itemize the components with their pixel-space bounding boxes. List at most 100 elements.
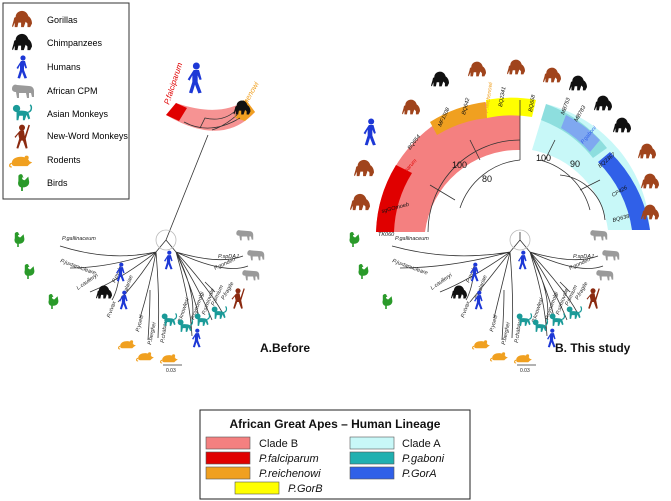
left-leaf-label: P.gallinaceum <box>62 236 96 242</box>
gorilla-icon <box>641 173 659 189</box>
host-legend-row-rodents: Rodents <box>9 155 81 168</box>
left-caption: A.Before <box>260 341 310 355</box>
african-cpm-icon <box>236 230 254 241</box>
clade-b-arc <box>376 99 520 232</box>
legend-row-p-gora: P.GorA <box>349 466 437 480</box>
gorilla-icon <box>638 143 656 159</box>
p-gorb-arc <box>486 97 536 118</box>
host-legend-row-chimpanzees: Chimpanzees <box>12 33 103 51</box>
left-leaf-label: P.chabaudi <box>160 315 170 343</box>
host-legend-label: Asian Monkeys <box>47 109 109 119</box>
bird-icon <box>24 263 35 279</box>
bootstrap-value: 80 <box>482 174 492 184</box>
new-world-monkey-icon <box>231 288 245 309</box>
right-leaf-label: P.yoelii <box>489 314 499 333</box>
human-icon <box>192 328 201 348</box>
rodent-icon <box>136 351 155 362</box>
asian-monkey-icon <box>194 312 211 327</box>
asian-monkey-icon <box>566 305 583 320</box>
left-leaf-label: P.spDAJ <box>218 254 239 260</box>
host-legend-row-humans: Humans <box>16 55 81 79</box>
gorilla-icon <box>507 59 525 75</box>
chimpanzee-icon <box>594 95 612 111</box>
bootstrap-value: 100 <box>536 153 551 163</box>
chimpanzee-icon <box>451 285 467 299</box>
legend-label: P.gaboni <box>402 453 445 465</box>
gorilla-icon <box>543 67 561 83</box>
gorilla-icon <box>354 159 374 177</box>
legend-row-p-falciparum: P.falciparum <box>205 451 319 465</box>
legend-label: P.falciparum <box>259 453 319 465</box>
host-legend-label: Rodents <box>47 155 81 165</box>
human-icon <box>187 62 202 94</box>
p-reichenowi-arc <box>430 102 487 135</box>
left-tree-root-ring <box>155 229 177 251</box>
bird-icon <box>48 293 59 309</box>
human-icon <box>363 118 376 146</box>
legend-row-clade-b: Clade B <box>205 436 298 450</box>
legend-swatch <box>205 436 251 450</box>
legend-row-p-gaboni: P.gaboni <box>349 451 445 465</box>
p-gora-arc <box>598 152 650 230</box>
bootstrap-value: 90 <box>570 159 580 169</box>
chimpanzee-icon <box>431 71 449 87</box>
host-legend-label: New-Word Monkeys <box>47 131 128 141</box>
bird-icon <box>349 231 360 247</box>
left-clade-branches <box>183 111 241 131</box>
legend-swatch <box>349 436 395 450</box>
rodent-icon <box>118 339 137 350</box>
arc-label: BQ642 <box>461 97 471 115</box>
clade-a-arc <box>532 104 650 230</box>
p-falciparum-arc <box>376 165 412 232</box>
african-cpm-icon <box>590 230 608 241</box>
host-legend-row-african-cpm: African CPM <box>12 84 98 98</box>
host-legend-row-birds: Birds <box>18 174 68 191</box>
left-leaf-label: L.caulleryi <box>76 272 100 292</box>
left-tree-branches <box>59 134 249 341</box>
rodent-icon <box>472 339 491 350</box>
african-cpm-icon <box>602 250 620 261</box>
host-legend: Gorillas Chimpanzees Humans African CPM … <box>2 2 130 200</box>
right-scale-label: 0.03 <box>520 368 530 374</box>
right-leaf-label: P.knowlesi <box>531 297 545 324</box>
host-legend-label: African CPM <box>47 86 98 96</box>
left-falciparum-band <box>166 103 187 121</box>
legend-label: Clade A <box>402 438 441 450</box>
host-legend-row-gorillas: Gorillas <box>12 10 78 28</box>
right-caption: B. This study <box>555 341 631 355</box>
right-inner-arcs <box>427 139 606 233</box>
chimpanzee-icon <box>569 75 587 91</box>
arc-label: MB753 <box>560 96 572 115</box>
legend-swatch <box>234 481 280 495</box>
left-clade-b-wedge <box>166 100 255 131</box>
right-leaf-label: P.spDAJ <box>573 254 594 260</box>
arc-label: BQ638 <box>612 213 631 223</box>
bird-icon <box>382 293 393 309</box>
host-legend-row-asian-monkeys: Asian Monkeys <box>12 104 109 122</box>
legend-label: P.GorB <box>288 483 323 495</box>
left-scale-label: 0.03 <box>166 368 176 374</box>
lineage-legend-title: African Great Apes – Human Lineage <box>230 417 441 431</box>
asian-monkey-icon <box>532 318 549 333</box>
right-tree-root-ring <box>509 229 531 251</box>
human-icon <box>119 290 128 310</box>
left-leaf-label: P.vivax <box>106 300 118 318</box>
legend-label: P.reichenowi <box>259 468 321 480</box>
right-clade-branches <box>429 100 601 201</box>
legend-label: Clade B <box>259 438 298 450</box>
right-tree-branches <box>391 232 604 341</box>
legend-swatch <box>205 451 251 465</box>
african-cpm-icon <box>596 270 614 281</box>
rodent-icon <box>160 353 179 364</box>
arc-label: BQ2341 <box>498 86 507 107</box>
bootstrap-value: 100 <box>452 160 467 170</box>
arc-label: P.reichenowi <box>484 81 494 113</box>
gorilla-icon <box>350 193 370 211</box>
chimpanzee-icon <box>613 117 631 133</box>
host-legend-label: Humans <box>47 62 81 72</box>
new-world-monkey-icon <box>586 288 600 309</box>
legend-row-clade-a: Clade A <box>349 436 441 450</box>
right-leaf-label: P.gallinaceum <box>395 236 429 242</box>
host-legend-label: Gorillas <box>47 15 78 25</box>
legend-swatch <box>349 451 395 465</box>
